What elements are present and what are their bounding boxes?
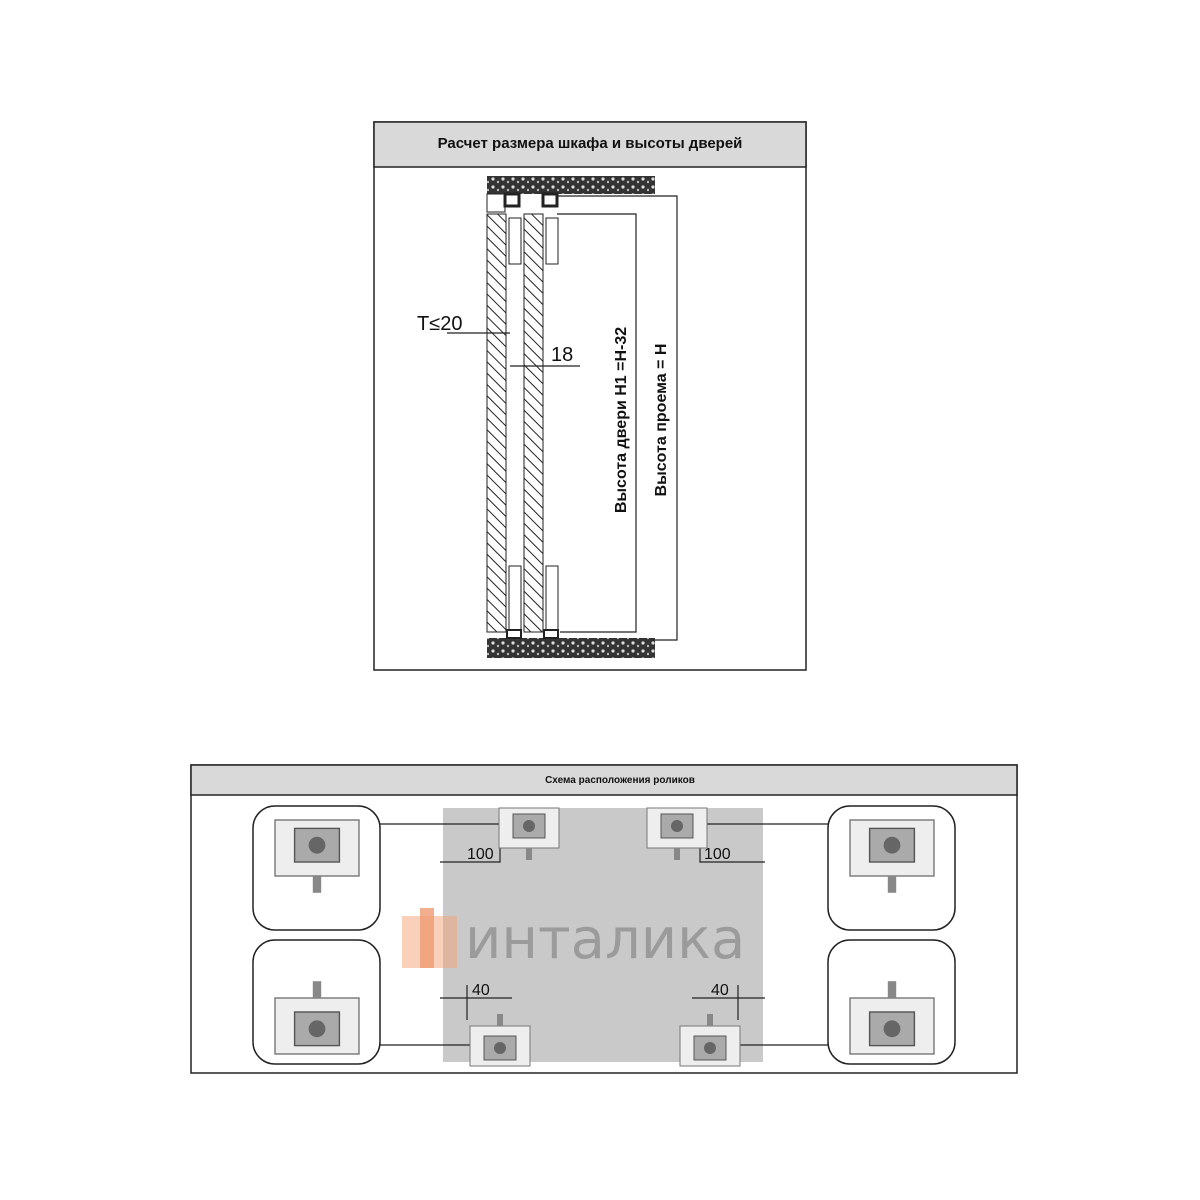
thickness-label: T≤20: [417, 313, 462, 335]
roller-photo-bottom-right: [827, 939, 956, 1065]
door-height-label: Высота двери H1 =H-32: [613, 327, 630, 513]
bottom-roller-front: [506, 565, 522, 639]
watermark-text: инталика: [465, 907, 745, 972]
panel-title: Схема расположения роликов: [545, 775, 695, 786]
rear-door: [523, 213, 544, 633]
dim-bottom-right: 40: [711, 982, 729, 999]
roller-photo-top-left: [252, 805, 381, 931]
bottom-roller-rear: [543, 565, 559, 639]
opening-height-label: Высота проема = H: [653, 344, 670, 497]
front-door: [486, 213, 507, 633]
bottom-wall: [487, 638, 655, 658]
gap-label: 18: [551, 344, 573, 366]
dim-top-left: 100: [467, 846, 494, 863]
roller-photo-top-right: [827, 805, 956, 931]
roller-photo-bottom-left: [252, 939, 381, 1065]
top-wall: [487, 176, 655, 194]
top-roller-rear: [541, 192, 559, 265]
dim-top-right: 100: [704, 846, 731, 863]
panel-header: [190, 764, 1018, 796]
roller-layout-panel: 100 100 40 40 инталика Схема расположени…: [190, 764, 1018, 1074]
watermark-logo: инталика: [402, 907, 745, 972]
cabinet-size-panel: Расчет размера шкафа и высоты дверей T≤2…: [373, 121, 807, 671]
panel-header: [373, 121, 807, 168]
dim-bottom-left: 40: [472, 982, 490, 999]
panel-title: Расчет размера шкафа и высоты дверей: [438, 135, 743, 152]
top-roller-front: [503, 192, 522, 265]
